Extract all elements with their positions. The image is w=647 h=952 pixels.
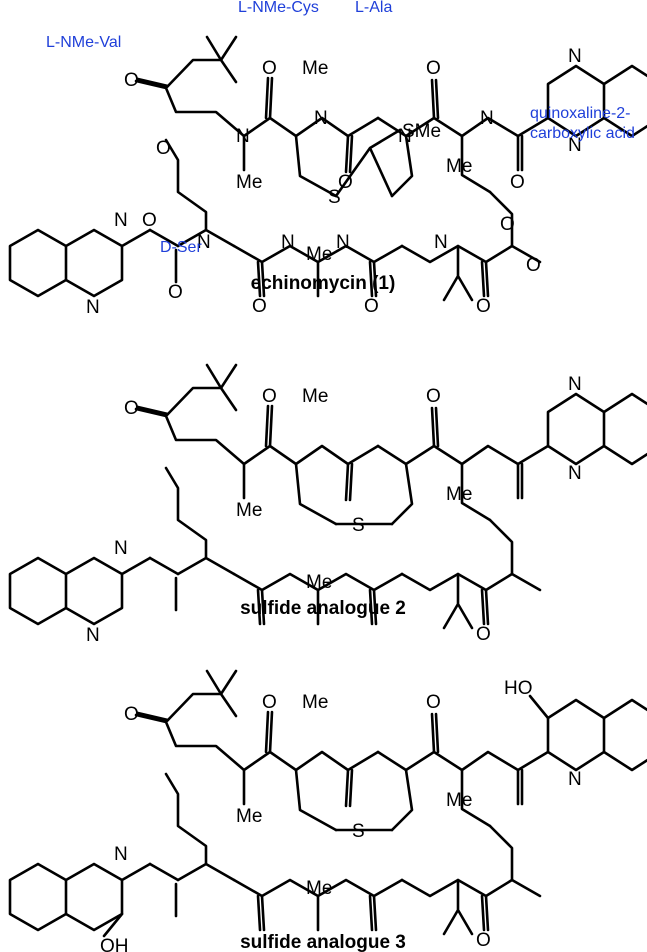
oxygen-atom: O [364, 296, 379, 317]
hydroxyl-label: HO [504, 678, 533, 699]
oxygen-atom: O [142, 210, 157, 231]
nitrogen-atom: N [568, 135, 582, 156]
oxygen-atom: O [476, 624, 491, 645]
nitrogen-atom: N [114, 210, 128, 231]
methyl-label: Me [236, 500, 262, 521]
oxygen-atom: O [124, 704, 139, 725]
nitrogen-atom: N [114, 538, 128, 559]
oxygen-atom: O [510, 172, 525, 193]
structure-echinomycin: S SMe Me Me Me Me N N N N N N N N N N N … [8, 0, 647, 318]
methyl-label: Me [302, 58, 328, 79]
nitrogen-atom: N [197, 232, 211, 253]
residue-label-qxc-line1: quinoxaline-2- [530, 105, 631, 122]
methyl-label: Me [236, 806, 262, 827]
residue-label-nme-cys: L-NMe-Cys [238, 0, 319, 16]
nitrogen-atom: N [568, 374, 582, 395]
oxygen-atom: O [262, 386, 277, 407]
oxygen-atom: O [252, 296, 267, 317]
oxygen-atom: O [426, 386, 441, 407]
residue-label-nme-val: L-NMe-Val [46, 34, 121, 51]
nitrogen-atom: N [281, 232, 295, 253]
methyl-label: Me [446, 156, 472, 177]
oxygen-atom: O [476, 930, 491, 951]
sulfur-atom: S [352, 821, 365, 842]
sulfur-atom: S [352, 515, 365, 536]
nitrogen-atom: N [336, 232, 350, 253]
methyl-label: Me [302, 386, 328, 407]
nitrogen-atom: N [568, 463, 582, 484]
methyl-label: Me [306, 572, 332, 593]
smethyl-label: SMe [402, 121, 441, 142]
oxygen-atom: O [500, 214, 515, 235]
oxygen-atom: O [168, 282, 183, 303]
residue-label-qxc-line2: carboxylic acid [530, 125, 635, 142]
nitrogen-atom: N [314, 108, 328, 129]
methyl-label: Me [236, 172, 262, 193]
oxygen-atom: O [124, 398, 139, 419]
caption-sulfide-analogue-3: sulfide analogue 3 [240, 932, 406, 952]
oxygen-atom: O [476, 296, 491, 317]
methyl-label: Me [306, 878, 332, 899]
nitrogen-atom: N [568, 769, 582, 790]
residue-label-ser: D-Ser [160, 239, 202, 256]
methyl-label: Me [302, 692, 328, 713]
methyl-label: Me [446, 790, 472, 811]
nitrogen-atom: N [86, 625, 100, 646]
nitrogen-atom: N [236, 126, 250, 147]
oxygen-atom: O [262, 692, 277, 713]
oxygen-atom: O [124, 70, 139, 91]
hydroxyl-label: OH [100, 936, 129, 952]
residue-label-ala: L-Ala [355, 0, 392, 16]
oxygen-atom: O [338, 172, 353, 193]
structure-sulfide-analogue-2: S Me Me Me Me N N N N O O O O sulfide an… [8, 363, 647, 646]
nitrogen-atom: N [114, 844, 128, 865]
oxygen-atom: O [262, 58, 277, 79]
caption-sulfide-analogue-2: sulfide analogue 2 [240, 598, 406, 619]
nitrogen-atom: N [434, 232, 448, 253]
nitrogen-atom: N [398, 126, 412, 147]
oxygen-atom: O [526, 255, 541, 276]
methyl-label: Me [446, 484, 472, 505]
caption-echinomycin: echinomycin (1) [251, 273, 396, 294]
nitrogen-atom: N [480, 108, 494, 129]
structure-sulfide-analogue-3: S Me Me Me Me HO OH N N O O O O sulfide … [8, 669, 647, 952]
oxygen-atom: O [426, 58, 441, 79]
oxygen-atom: O [156, 138, 171, 159]
oxygen-atom: O [426, 692, 441, 713]
nitrogen-atom: N [568, 46, 582, 67]
nitrogen-atom: N [86, 297, 100, 318]
methyl-label: Me [306, 244, 332, 265]
sulfur-atom: S [328, 187, 341, 208]
